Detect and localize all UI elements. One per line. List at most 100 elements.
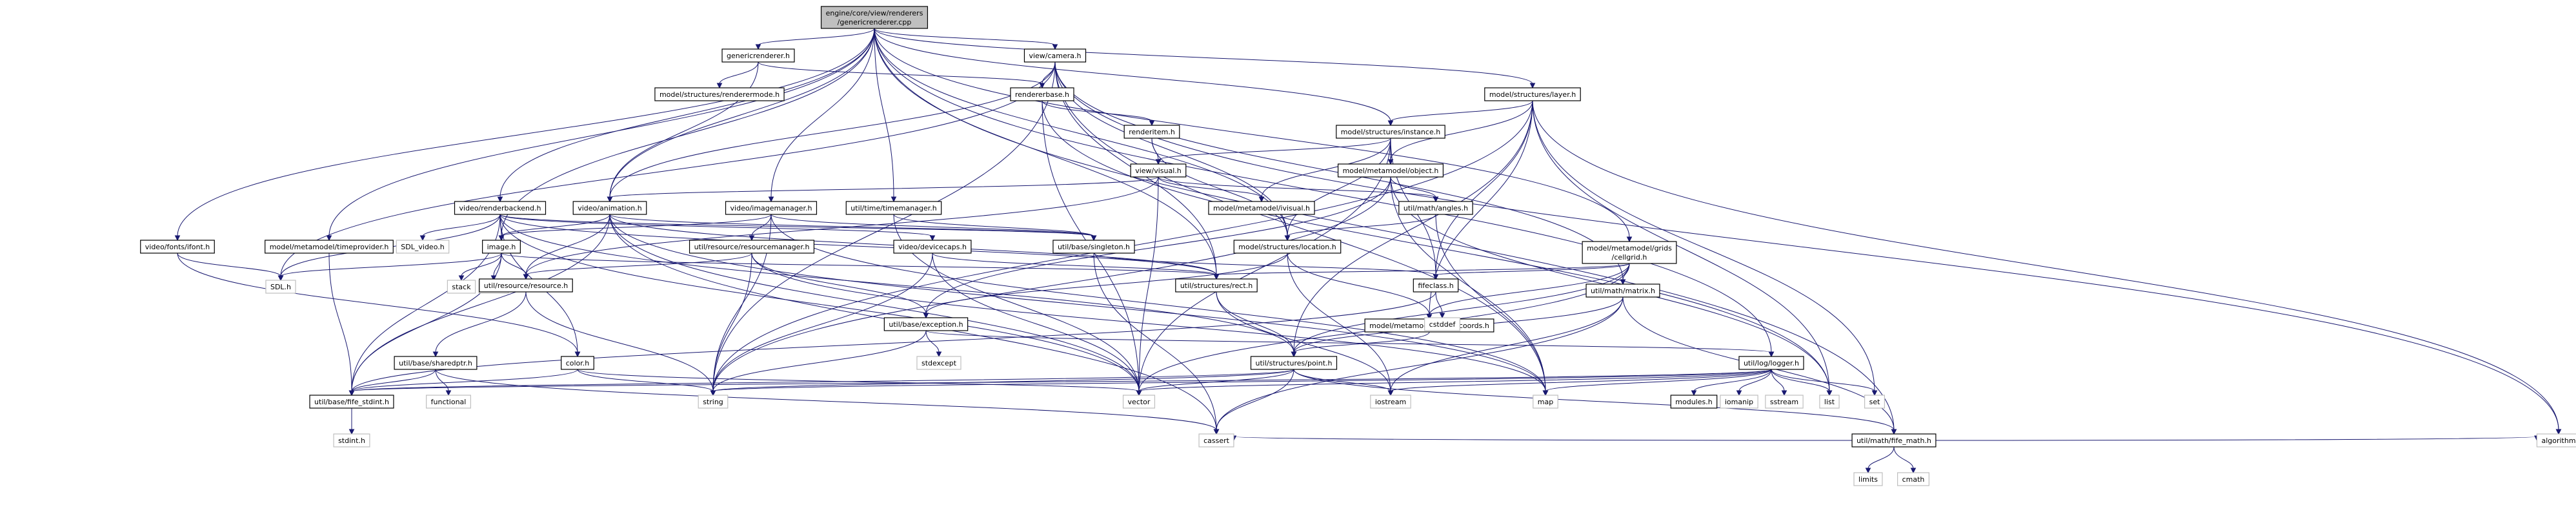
node-angles-h[interactable]: util/math/angles.h (1398, 201, 1473, 215)
node-box (1819, 395, 1840, 409)
node-color-h[interactable]: color.h (561, 356, 594, 370)
node-iomanip: iomanip (1720, 395, 1758, 409)
node-resource-h[interactable]: util/resource/resource.h (479, 278, 573, 293)
node-label: model/metamodel/ivisual.h (1213, 204, 1310, 212)
node-instance-h[interactable]: model/structures/instance.h (1336, 125, 1445, 139)
edge-genericrenderer_h-to-animation_h (607, 61, 759, 203)
node-rendererbase-h[interactable]: rendererbase.h (1010, 87, 1074, 101)
node-label: video/devicecaps.h (898, 243, 967, 251)
node-label: video/animation.h (578, 204, 642, 212)
node-label: util/base/sharedptr.h (399, 359, 472, 367)
nodes-layer: engine/core/view/renderers/genericrender… (140, 6, 2576, 486)
node-imagemanager-h[interactable]: video/imagemanager.h (725, 201, 818, 215)
node-sdl-h: SDL.h (265, 280, 296, 294)
node-label: vector (1128, 398, 1151, 406)
edge-animation_h-to-singleton_h (609, 214, 1097, 242)
edge-layer_h-to-instance_h (1387, 100, 1533, 127)
node-label: util/math/fife_math.h (1857, 437, 1931, 445)
node-image-h[interactable]: image.h (482, 240, 521, 254)
node-box (482, 240, 521, 254)
node-object-h[interactable]: model/metamodel/object.h (1337, 163, 1444, 178)
node-box (1413, 278, 1459, 293)
edge-point_h-to-fife_math_h (1293, 369, 1897, 435)
node-rect-h[interactable]: util/structures/rect.h (1175, 278, 1258, 293)
node-label: util/time/timemanager.h (850, 204, 936, 212)
node-renderermode-h[interactable]: model/structures/renderermode.h (654, 87, 785, 101)
edge-layer_h-to-fifeclass_h (1433, 100, 1533, 280)
node-box (820, 6, 929, 29)
edge-resource_h-to-sharedptr_h (432, 291, 527, 358)
node-point-h[interactable]: util/structures/point.h (1250, 356, 1338, 370)
node-label: util/base/fife_stdint.h (314, 398, 389, 406)
node-box (1208, 201, 1315, 215)
node-sharedptr-h[interactable]: util/base/sharedptr.h (394, 356, 478, 370)
node-timeprovider-h[interactable]: model/metamodel/timeprovider.h (265, 240, 394, 254)
node-camera-h[interactable]: view/camera.h (1023, 48, 1087, 63)
node-visual-h[interactable]: view/visual.h (1130, 163, 1187, 178)
node-matrix-h[interactable]: util/math/matrix.h (1585, 283, 1660, 298)
node-label: SDL_video.h (401, 243, 444, 251)
node-box (845, 201, 942, 215)
edge-fife_math_h-to-cmath (1893, 446, 1917, 474)
node-fife-stdint-h[interactable]: util/base/fife_stdint.h (309, 395, 394, 409)
node-limits: limits (1853, 472, 1883, 486)
node-vector: vector (1122, 395, 1156, 409)
edge-logger_h-to-modules_h (1691, 369, 1772, 396)
node-string: string (698, 395, 729, 409)
node-resourcemanager-h[interactable]: util/resource/resourcemanager.h (689, 240, 815, 254)
node-logger-h[interactable]: util/log/logger.h (1738, 356, 1804, 370)
node-timemanager-h[interactable]: util/time/timemanager.h (845, 201, 942, 215)
node-cellgrid-h[interactable]: model/metamodel/grids/cellgrid.h (1582, 241, 1677, 264)
node-label: model/structures/layer.h (1489, 90, 1576, 99)
edge-instance_h-to-ivisual_h (1258, 138, 1391, 203)
node-label: model/metamodel/timeprovider.h (270, 243, 389, 251)
node-renderbackend-h[interactable]: video/renderbackend.h (454, 201, 547, 215)
node-fifeclass-h[interactable]: fifeclass.h (1413, 278, 1459, 293)
node-box (1424, 317, 1460, 331)
node-modules-h[interactable]: modules.h (1670, 395, 1718, 409)
node-animation-h[interactable]: video/animation.h (572, 201, 647, 215)
edge-logger_h-to-iostream (1387, 369, 1772, 396)
edge-angles_h-to-location_h (1284, 214, 1436, 242)
edge-sharedptr_h-to-cassert (435, 369, 1220, 435)
node-box (1123, 125, 1180, 139)
node-label: view/camera.h (1029, 52, 1081, 60)
edge-camera_h-to-map (1054, 61, 1549, 396)
edge-visual_h-to-angles_h (1158, 176, 1439, 203)
node-label: /cellgrid.h (1612, 253, 1647, 262)
node-label: video/fonts/ifont.h (145, 243, 210, 251)
node-genericrenderer-h[interactable]: genericrenderer.h (721, 48, 795, 63)
node-renderitem-h[interactable]: renderitem.h (1123, 125, 1180, 139)
edge-renderbackend_h-to-devicecaps_h (499, 214, 936, 242)
edge-image_h-to-sdl_h (277, 252, 502, 282)
node-fife-font-h[interactable]: video/fonts/ifont.h (140, 240, 215, 254)
node-box (893, 240, 972, 254)
node-box (1897, 472, 1929, 486)
node-label: algorithm (2541, 437, 2575, 445)
edge-devicecaps_h-to-rect_h (932, 252, 1220, 280)
node-box (1175, 278, 1258, 293)
node-box (1720, 395, 1758, 409)
node-box (333, 433, 370, 448)
node-fife-math-h[interactable]: util/math/fife_math.h (1851, 433, 1937, 448)
node-label: util/math/matrix.h (1591, 287, 1655, 295)
node-box (1851, 433, 1937, 448)
edge-cellgrid_h-to-modelcoords_h (1426, 263, 1630, 320)
node-box (725, 201, 818, 215)
node-exception-h[interactable]: util/base/exception.h (883, 317, 969, 331)
node-ivisual-h[interactable]: model/metamodel/ivisual.h (1208, 201, 1315, 215)
edge-location_h-to-modelcoords_h (1287, 252, 1433, 320)
edge-logger_h-to-iomanip (1736, 369, 1772, 396)
edge-color_h-to-vector (577, 369, 1142, 396)
node-singleton-h[interactable]: util/base/singleton.h (1052, 240, 1135, 254)
node-label: model/structures/renderermode.h (659, 90, 780, 99)
node-location-h[interactable]: model/structures/location.h (1233, 240, 1342, 254)
node-layer-h[interactable]: model/structures/layer.h (1484, 87, 1581, 101)
node-devicecaps-h[interactable]: video/devicecaps.h (893, 240, 972, 254)
node-cassert: cassert (1198, 433, 1234, 448)
node-label: util/resource/resourcemanager.h (694, 243, 810, 251)
node-box (654, 87, 785, 101)
edge-layer_h-to-algorithm (1532, 100, 2562, 435)
edge-root-to-renderbackend_h (497, 28, 875, 203)
